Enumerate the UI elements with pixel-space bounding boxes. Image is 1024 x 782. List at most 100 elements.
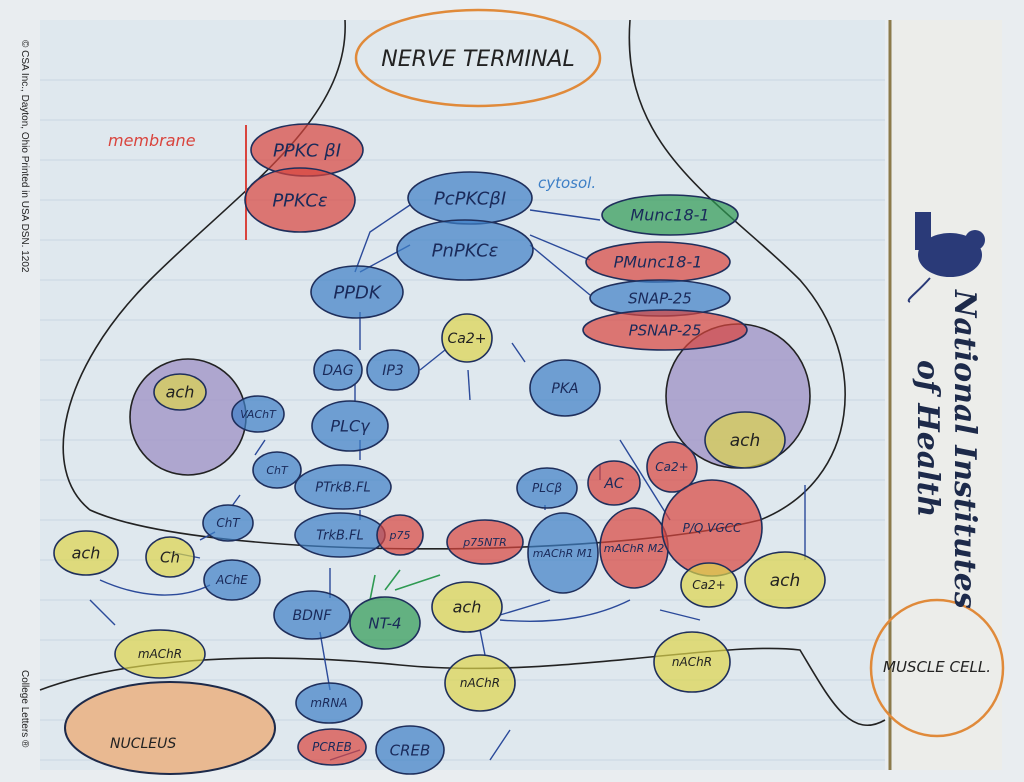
node-nachr-mid-label: nAChR xyxy=(460,676,500,690)
node-ch-shape xyxy=(145,536,195,578)
node-pcreb: PCREB xyxy=(297,728,367,766)
nucleus-label: NUCLEUS xyxy=(110,736,176,752)
node-p75-label: p75 xyxy=(389,529,411,542)
node-ca-right-shape xyxy=(646,441,698,493)
node-cht-mid: ChT xyxy=(202,504,254,542)
node-machr-left-label: mAChR xyxy=(138,647,182,661)
node-machr-m1: mAChR M1 xyxy=(527,512,599,594)
node-machr-left-shape xyxy=(114,629,206,679)
node-ach-vesicle-left-label: ach xyxy=(166,383,195,402)
node-p75ntr: p75NTR xyxy=(446,519,524,565)
node-plcg-shape xyxy=(311,400,389,452)
node-nachr-right-label: nAChR xyxy=(672,655,712,669)
node-machr-left: mAChR xyxy=(114,629,206,679)
node-bdnf-shape xyxy=(273,590,351,640)
node-psnap25: PSNAP-25 xyxy=(582,309,748,351)
node-mrna-label: mRNA xyxy=(310,696,347,710)
nucleus xyxy=(64,681,276,775)
node-plcg: PLCγ xyxy=(311,400,389,452)
node-machr-m1-label: mAChR M1 xyxy=(533,547,594,560)
nih-logo-icon xyxy=(907,212,985,303)
node-pmunc18: PMunc18-1 xyxy=(585,241,731,283)
node-ip3: IP3 xyxy=(366,349,420,391)
node-ache-shape xyxy=(203,559,261,601)
node-ach-vesicle-right-label: ach xyxy=(730,431,761,451)
node-pka: PKA xyxy=(529,359,601,417)
membrane-label: membrane xyxy=(108,131,196,150)
node-munc18-label: Munc18-1 xyxy=(630,206,709,225)
node-ach-mid-label: ach xyxy=(453,598,482,617)
node-psnap25-shape xyxy=(582,309,748,351)
node-bdnf-label: BDNF xyxy=(293,608,333,624)
node-psnap25-label: PSNAP-25 xyxy=(629,321,702,339)
node-creb-label: CREB xyxy=(390,741,431,759)
nih-line-1: National Institutes xyxy=(947,289,982,609)
node-munc18: Munc18-1 xyxy=(601,194,739,236)
node-ca-synapse: Ca2+ xyxy=(680,562,738,608)
node-nt4: NT-4 xyxy=(349,596,421,650)
node-ip3-label: IP3 xyxy=(382,363,403,379)
node-snap25: SNAP-25 xyxy=(589,279,731,317)
node-ca-right: Ca2+ xyxy=(646,441,698,493)
nerve-terminal-title-bubble xyxy=(354,8,602,108)
node-ach-right-shape xyxy=(744,551,826,609)
node-ach-left-shape xyxy=(53,530,119,576)
node-nachr-right-shape xyxy=(653,631,731,693)
node-creb-shape xyxy=(375,725,445,775)
node-c-pkc-bi-label: PcPKCβI xyxy=(434,188,506,209)
node-plcg-label: PLCγ xyxy=(330,417,371,436)
node-nt4-shape xyxy=(349,596,421,650)
node-p75: p75 xyxy=(376,514,424,556)
node-c-pkc-bi: PcPKCβI xyxy=(407,171,533,225)
node-ach-right-label: ach xyxy=(770,571,801,591)
node-ca-cyto: Ca2+ xyxy=(441,313,493,363)
node-ppkc-bi-label: PPKC βI xyxy=(273,140,341,161)
nt4-arrows xyxy=(369,569,441,601)
node-nachr-mid-shape xyxy=(444,654,516,712)
node-ach-mid-shape xyxy=(431,581,503,633)
node-mrna: mRNA xyxy=(295,682,363,724)
node-ach-right: ach xyxy=(744,551,826,609)
node-ppkc-bi: PPKC βI xyxy=(250,123,364,177)
node-dag-label: DAG xyxy=(322,363,353,379)
node-p75ntr-shape xyxy=(446,519,524,565)
node-nt4-label: NT-4 xyxy=(368,614,401,632)
node-pcreb-label: PCREB xyxy=(312,740,352,754)
node-ach-vesicle-left: ach xyxy=(153,373,207,411)
college-letters-print: College Letters ® xyxy=(19,670,30,748)
node-pkc-beta-label: PLCβ xyxy=(532,481,562,495)
node-ppkc-e-shape xyxy=(244,167,356,233)
node-pka-shape xyxy=(529,359,601,417)
node-snap25-label: SNAP-25 xyxy=(628,289,692,307)
nerve-terminal-title: NERVE TERMINAL xyxy=(381,47,574,72)
node-ca-synapse-shape xyxy=(680,562,738,608)
node-ache-label: AChE xyxy=(215,573,248,587)
node-munc18-shape xyxy=(601,194,739,236)
node-nachr-right: nAChR xyxy=(653,631,731,693)
node-nachr-mid: nAChR xyxy=(444,654,516,712)
node-pmunc18-label: PMunc18-1 xyxy=(614,253,703,272)
node-ppkc-e-label: PPKCε xyxy=(272,190,328,211)
node-pka-label: PKA xyxy=(551,381,578,397)
node-ppdk: PPDK xyxy=(310,265,404,319)
node-ach-vesicle-right-shape xyxy=(704,411,786,469)
node-machr-m2-label: mAChR M2 xyxy=(604,542,665,555)
node-p75ntr-label: p75NTR xyxy=(462,536,507,549)
node-ac-label: AC xyxy=(603,476,624,492)
node-n-pkc-e-label: PnPKCε xyxy=(432,240,499,261)
node-pkc-beta: PLCβ xyxy=(516,467,578,509)
node-trkb-label: TrkB.FL xyxy=(316,529,364,544)
node-ach-vesicle-left-shape xyxy=(153,373,207,411)
node-ach-left-label: ach xyxy=(72,544,101,563)
node-ptrkb-shape xyxy=(294,464,392,510)
node-creb: CREB xyxy=(375,725,445,775)
node-cht-top-shape xyxy=(252,451,302,489)
muscle-cell-bubble xyxy=(869,598,1005,738)
node-ch: Ch xyxy=(145,536,195,578)
node-ptrkb-label: PTrkB.FL xyxy=(315,481,370,496)
node-machr-m1-shape xyxy=(527,512,599,594)
node-pkc-beta-shape xyxy=(516,467,578,509)
molecule-nodes: PPKC βI PPKCε PcPKCβI PnPKCε Munc18-1PMunc18… xyxy=(53,123,826,775)
node-ptrkb: PTrkB.FL xyxy=(294,464,392,510)
nih-line-2: of Health xyxy=(910,360,945,517)
